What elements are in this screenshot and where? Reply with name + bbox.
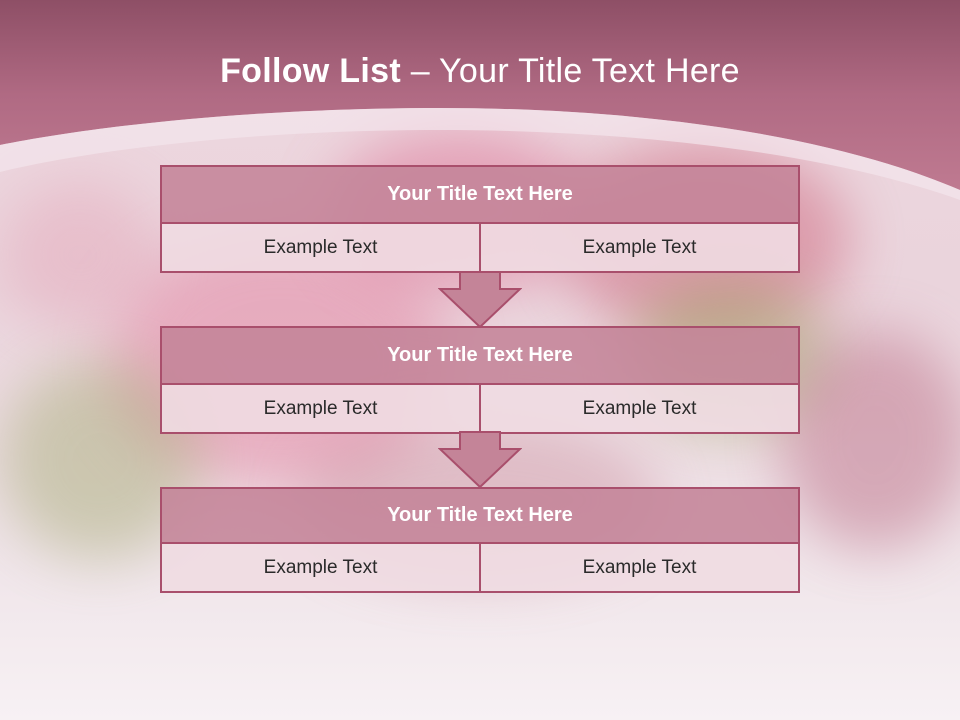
header-band — [0, 0, 960, 200]
title-bold: Follow List — [220, 52, 401, 90]
background-flower — [780, 330, 960, 550]
list-block-2: Your Title Text Here Example Text Exampl… — [160, 326, 800, 434]
list-block-1: Your Title Text Here Example Text Exampl… — [160, 165, 800, 273]
down-arrow-icon — [438, 271, 522, 329]
list-block-3: Your Title Text Here Example Text Exampl… — [160, 487, 800, 593]
title-rest: – Your Title Text Here — [400, 52, 740, 90]
background-flower — [0, 180, 160, 330]
block-title: Your Title Text Here — [162, 167, 798, 224]
block-row: Example Text Example Text — [162, 385, 798, 432]
down-arrow-icon — [438, 431, 522, 489]
block-row: Example Text Example Text — [162, 544, 798, 591]
block-cell-right: Example Text — [479, 385, 798, 432]
slide-title: Follow List – Your Title Text Here — [0, 52, 960, 91]
block-title: Your Title Text Here — [162, 489, 798, 544]
block-cell-left: Example Text — [162, 224, 479, 271]
block-cell-left: Example Text — [162, 385, 479, 432]
block-row: Example Text Example Text — [162, 224, 798, 271]
block-cell-right: Example Text — [479, 544, 798, 591]
block-title: Your Title Text Here — [162, 328, 798, 385]
block-cell-left: Example Text — [162, 544, 479, 591]
block-cell-right: Example Text — [479, 224, 798, 271]
